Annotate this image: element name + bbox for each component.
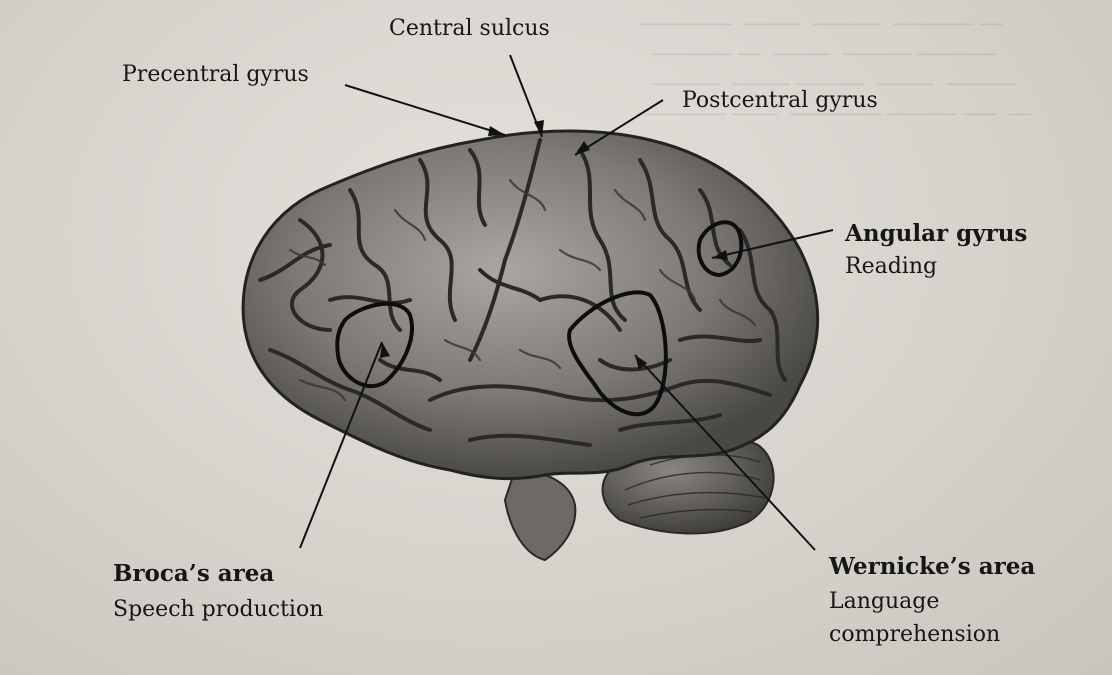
precentral-gyrus-label: Precentral gyrus bbox=[122, 62, 309, 87]
brainstem bbox=[505, 470, 575, 560]
central-sulcus-label: Central sulcus bbox=[389, 16, 550, 41]
broca-area-description: Speech production bbox=[113, 597, 323, 622]
angular-gyrus-title: Angular gyrus bbox=[845, 220, 1027, 247]
broca-area-title: Broca’s area bbox=[113, 560, 274, 587]
wernicke-area-description-line2: comprehension bbox=[829, 622, 1000, 647]
angular-gyrus-description: Reading bbox=[845, 254, 937, 279]
wernicke-area-description-line1: Language bbox=[829, 589, 939, 614]
wernicke-area-title: Wernicke’s area bbox=[829, 553, 1035, 580]
postcentral-gyrus-label: Postcentral gyrus bbox=[682, 88, 878, 113]
precentral-leader bbox=[345, 85, 505, 135]
